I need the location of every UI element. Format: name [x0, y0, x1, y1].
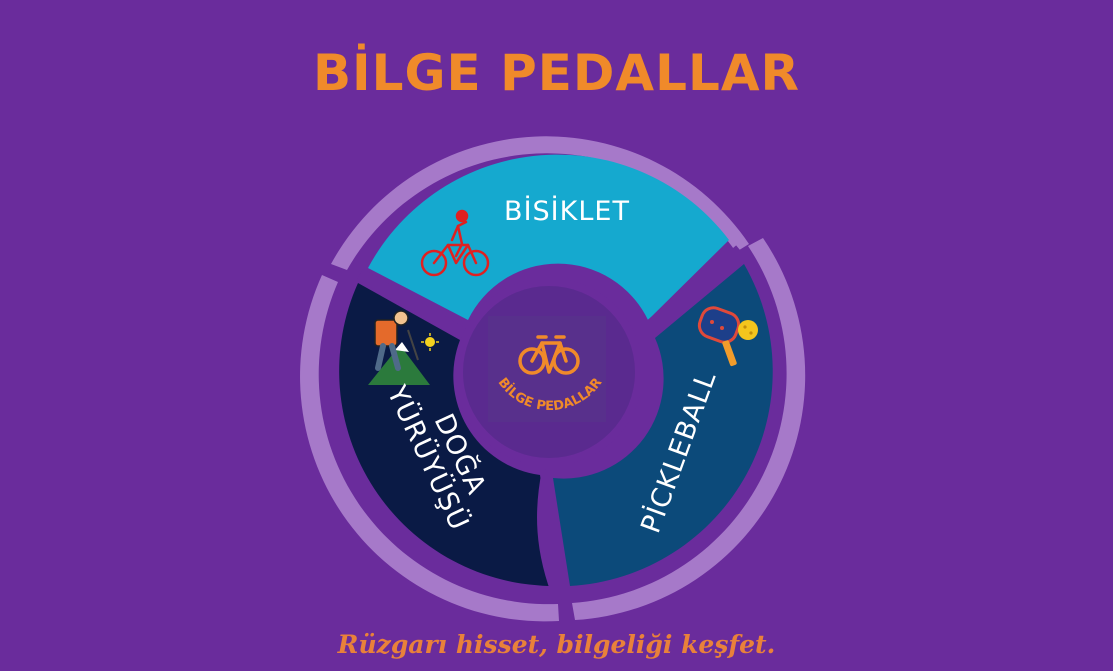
outer-ring-arc-top — [331, 136, 749, 270]
tagline: Rüzgarı hisset, bilgeliği keşfet. — [337, 630, 776, 659]
outer-ring-arc-left — [300, 275, 559, 622]
outer-ring-arc-right — [572, 238, 806, 620]
label-bisiklet: BİSİKLET — [504, 195, 630, 227]
page-title: BİLGE PEDALLAR — [312, 44, 801, 102]
bicycle-icon — [518, 335, 580, 375]
segment-divider-bottom — [537, 468, 566, 603]
cyclist-icon — [420, 209, 490, 277]
pickleball-paddle-icon — [697, 306, 758, 367]
segment-pickleball[interactable] — [553, 264, 773, 586]
segment-divider-top-left — [356, 268, 469, 341]
hiker-icon — [368, 310, 439, 385]
segment-bisiklet[interactable] — [368, 154, 729, 320]
segment-divider-top-right — [641, 245, 744, 335]
